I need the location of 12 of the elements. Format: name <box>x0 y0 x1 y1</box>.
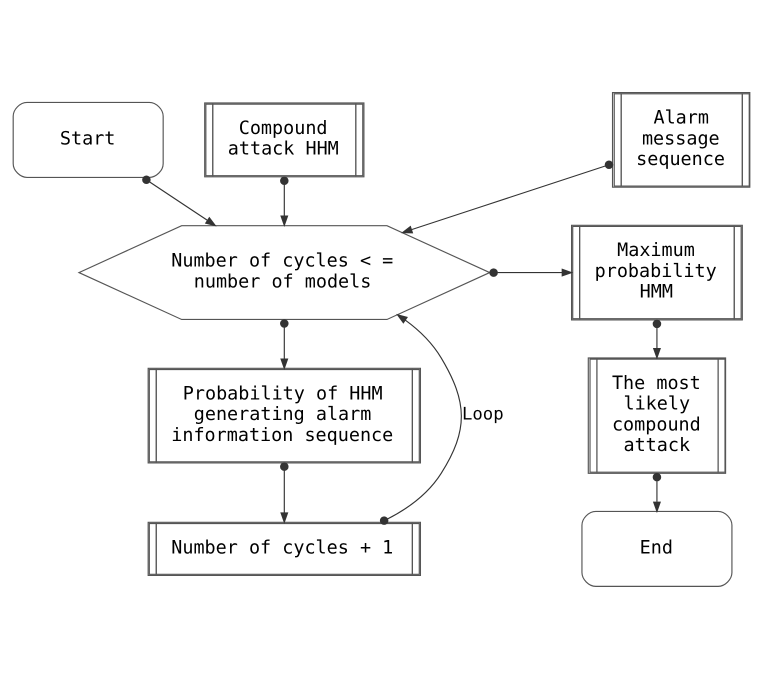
arrow <box>280 462 289 524</box>
arrow <box>280 176 289 228</box>
arrow <box>652 472 662 514</box>
node-box: End <box>581 510 732 587</box>
arrow <box>652 320 662 360</box>
edge-label: Loop <box>462 404 504 425</box>
node-box: Start <box>12 102 164 178</box>
arrow <box>142 176 217 226</box>
arrow <box>489 268 574 277</box>
arrow <box>380 314 462 525</box>
arrow <box>400 160 614 234</box>
arrow <box>280 319 289 370</box>
